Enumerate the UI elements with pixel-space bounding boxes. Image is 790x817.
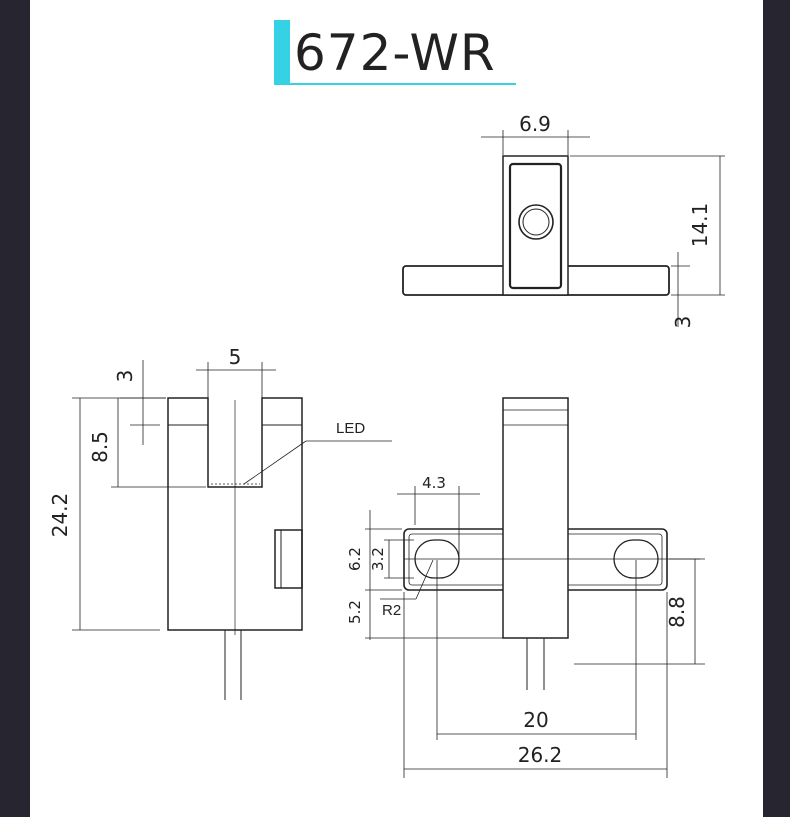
dim-slot-height: 3.2 (369, 547, 387, 571)
title-block: 672-WR (274, 20, 516, 86)
right-frame-bar (763, 0, 790, 817)
dim-top-width: 6.9 (519, 112, 551, 136)
title-accent-bar (274, 20, 290, 84)
dim-right-height: 8.8 (665, 596, 689, 628)
dim-flange-height: 6.2 (346, 547, 364, 571)
top-view-window (508, 162, 563, 290)
dim-top-height: 14.1 (688, 203, 712, 248)
dim-slot-width: 5 (229, 345, 242, 369)
dim-hole-width: 4.3 (422, 474, 446, 492)
side-view: 5 3 8.5 24.2 LED (48, 345, 392, 700)
top-view: 6.9 14.1 3 (402, 112, 725, 329)
radius-label: R2 (382, 602, 401, 619)
side-tab (274, 529, 303, 589)
dim-slot-depth: 8.5 (88, 431, 112, 463)
dim-flange-thickness: 3 (671, 316, 695, 329)
dim-hole-spacing: 20 (523, 708, 548, 732)
page-title: 672-WR (294, 24, 496, 82)
dim-total-width: 26.2 (518, 743, 563, 767)
dim-total-height: 24.2 (48, 493, 72, 538)
front-view-housing (502, 397, 569, 639)
top-view-housing (502, 155, 569, 296)
lens-inner-icon (522, 208, 550, 236)
led-label: LED (336, 420, 365, 437)
front-view: 4.3 6.2 3.2 5.2 R2 20 (346, 397, 705, 778)
dim-base-offset: 5.2 (346, 600, 364, 624)
title-underline (274, 83, 516, 85)
dim-top-offset: 3 (113, 370, 137, 383)
drawing-sheet (30, 0, 763, 817)
lens-icon (518, 204, 554, 240)
left-frame-bar (0, 0, 30, 817)
